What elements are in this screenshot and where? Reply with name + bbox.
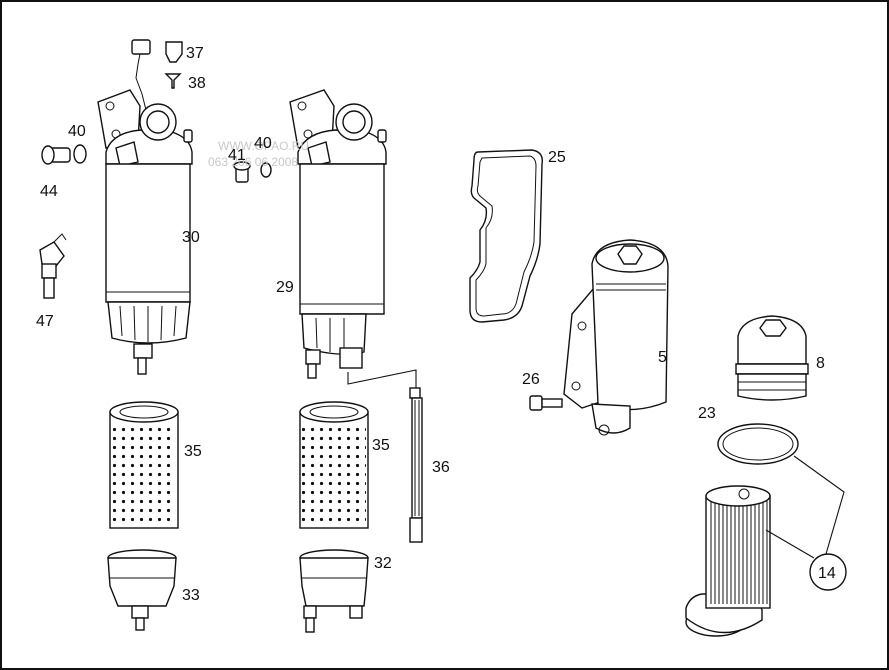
part-25-gasket bbox=[469, 149, 543, 323]
part-23-o-ring bbox=[717, 423, 799, 465]
leader-14 bbox=[765, 455, 845, 559]
part-44-bolt bbox=[41, 145, 71, 165]
label-14: 14 bbox=[818, 565, 836, 582]
part-36-rod bbox=[409, 387, 423, 543]
label-40-middle: 40 bbox=[254, 135, 272, 152]
leader-36 bbox=[347, 369, 417, 388]
part-47-sensor bbox=[39, 233, 67, 299]
part-38-seal bbox=[164, 73, 182, 89]
label-41: 41 bbox=[228, 147, 246, 164]
label-8: 8 bbox=[816, 355, 825, 372]
label-5: 5 bbox=[658, 349, 667, 366]
part-5-filter-housing bbox=[563, 239, 669, 436]
label-30: 30 bbox=[182, 229, 200, 246]
label-36: 36 bbox=[432, 459, 450, 476]
part-35-filter-element-middle bbox=[299, 401, 369, 529]
label-33: 33 bbox=[182, 587, 200, 604]
part-40-washer-middle bbox=[260, 162, 272, 178]
watermark-line-2: 063 206 06 2008 bbox=[208, 155, 298, 169]
callout-circle-14 bbox=[809, 553, 847, 591]
part-41-bolt bbox=[233, 161, 251, 183]
part-32-bowl bbox=[299, 549, 369, 633]
part-40-washer-left bbox=[73, 144, 87, 164]
label-38: 38 bbox=[188, 75, 206, 92]
part-35-filter-element-left bbox=[109, 401, 179, 529]
label-29: 29 bbox=[276, 279, 294, 296]
watermark-line-1: WWW.OPAO.RU bbox=[218, 139, 309, 153]
label-26: 26 bbox=[522, 371, 540, 388]
part-26-bolt bbox=[529, 395, 563, 411]
part-8-cap bbox=[735, 315, 809, 401]
label-25: 25 bbox=[548, 149, 566, 166]
label-44: 44 bbox=[40, 183, 58, 200]
part-37-plug bbox=[165, 41, 183, 63]
fuel-filter-assembly-30 bbox=[97, 39, 193, 375]
part-14-oil-filter-element bbox=[685, 485, 771, 637]
fuel-filter-assembly-29 bbox=[289, 89, 387, 379]
label-40-left: 40 bbox=[68, 123, 86, 140]
label-47: 47 bbox=[36, 313, 54, 330]
label-37: 37 bbox=[186, 45, 204, 62]
label-35-left: 35 bbox=[184, 443, 202, 460]
label-35-middle: 35 bbox=[372, 437, 390, 454]
label-32: 32 bbox=[374, 555, 392, 572]
part-33-bowl bbox=[107, 549, 177, 631]
label-23: 23 bbox=[698, 405, 716, 422]
